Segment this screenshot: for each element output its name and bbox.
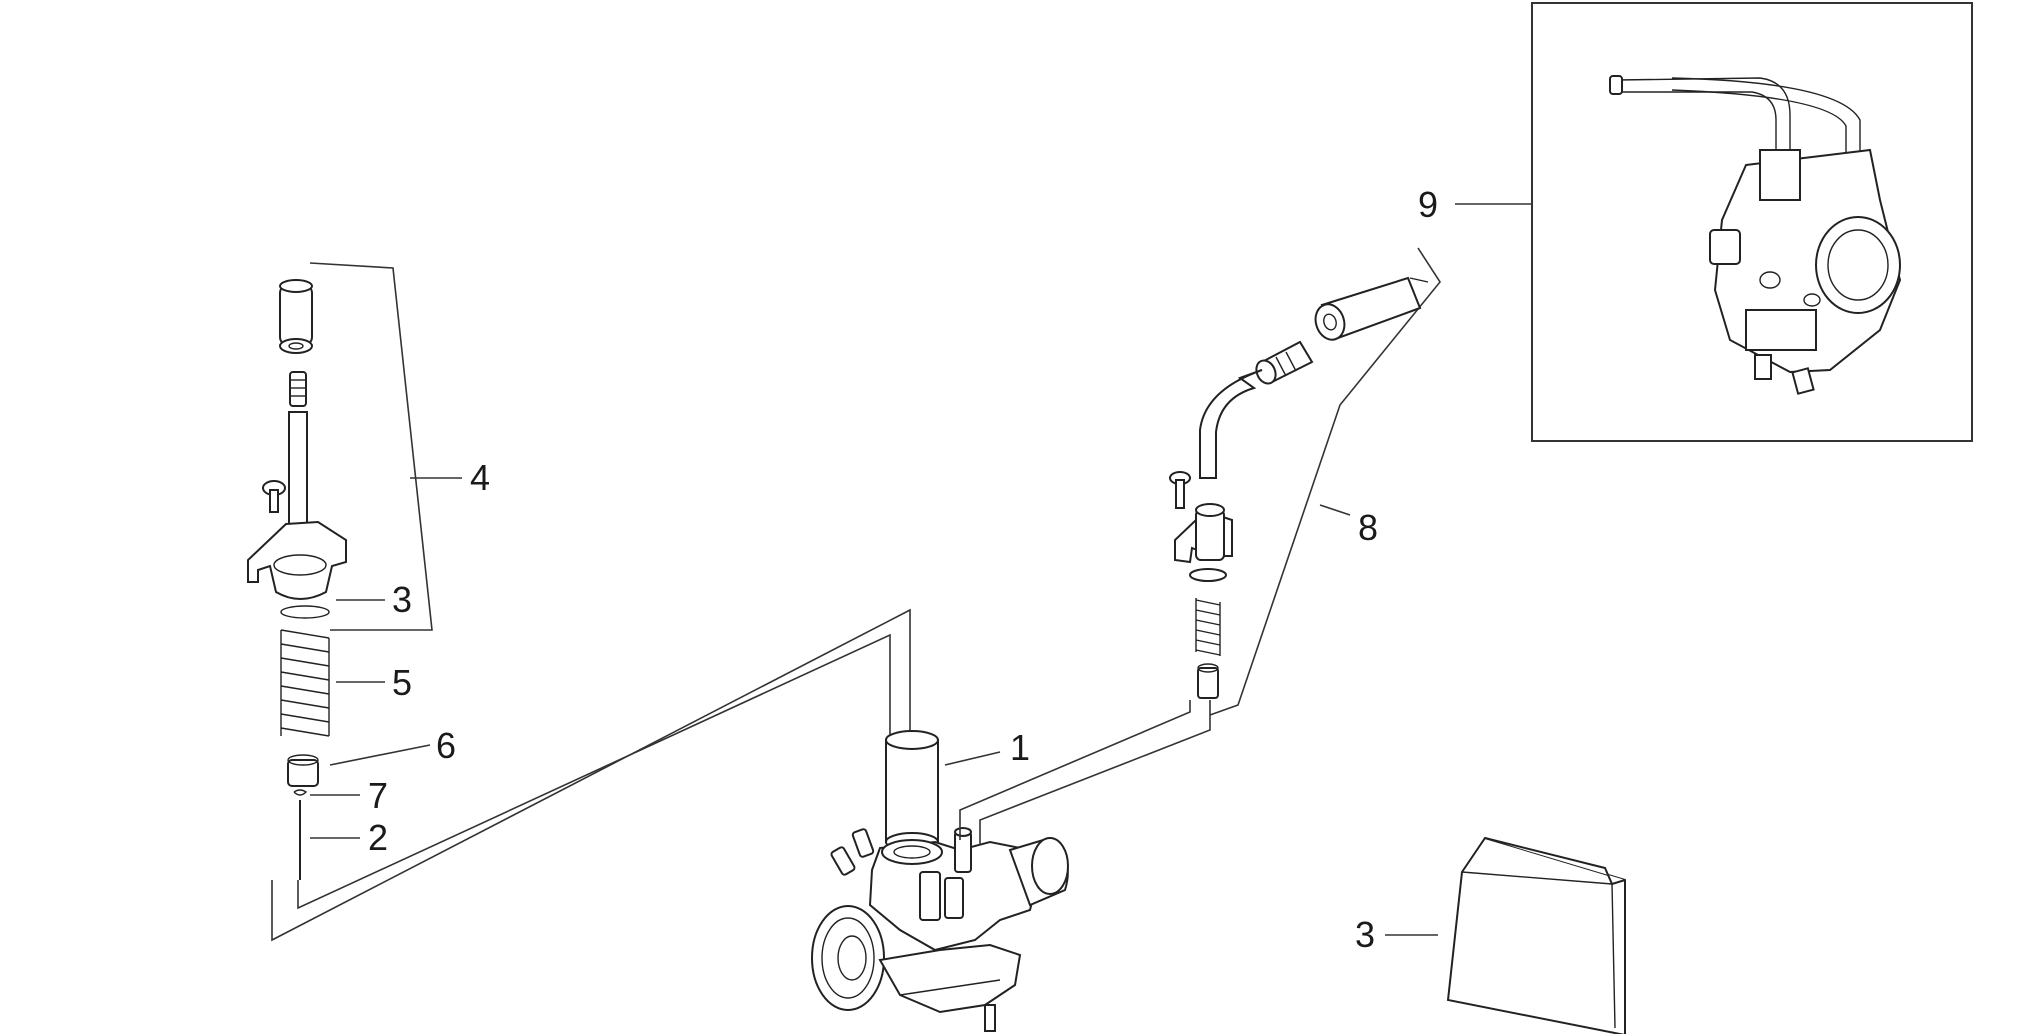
callout-1: 1 xyxy=(1010,727,1030,768)
adjuster-screw xyxy=(289,371,307,407)
bracket-item-4 xyxy=(309,262,433,631)
cable-guide-tube xyxy=(288,411,308,533)
callout-6: 6 xyxy=(436,725,456,766)
left-connector-lines xyxy=(271,608,911,942)
right-connector-line xyxy=(959,700,1191,840)
throttle-valve-assembly xyxy=(247,262,433,880)
carburetor-body xyxy=(811,730,1069,1032)
needle-clip xyxy=(293,789,308,796)
choke-assembly xyxy=(1169,247,1441,716)
choke-bent-tube xyxy=(1199,369,1263,479)
callout-7: 7 xyxy=(368,775,388,816)
complete-carburetor-inset xyxy=(1531,2,1973,442)
choke-plunger xyxy=(1197,663,1219,699)
left-leaders xyxy=(310,477,462,839)
callout-2: 2 xyxy=(368,817,388,858)
choke-cable-adjuster xyxy=(1255,340,1314,385)
callout-9: 9 xyxy=(1418,184,1438,225)
right-connector-line-2 xyxy=(979,700,1211,845)
callout-5: 5 xyxy=(392,662,412,703)
callout-3a: 3 xyxy=(392,579,412,620)
carburetor-sleeve xyxy=(885,730,939,852)
choke-body xyxy=(1174,503,1233,582)
carburetor-top-cover xyxy=(247,520,347,600)
choke-cable-sleeve xyxy=(1314,276,1429,341)
choke-screw xyxy=(1169,471,1191,509)
callout-4: 4 xyxy=(470,457,490,498)
leader-item-8 xyxy=(1319,504,1351,516)
callout-3b: 3 xyxy=(1355,914,1375,955)
cover-screw xyxy=(262,480,286,513)
leader-item-1 xyxy=(944,751,1001,766)
cable-adjuster-cap xyxy=(279,279,313,354)
throttle-spring xyxy=(280,605,330,737)
callout-8: 8 xyxy=(1358,507,1378,548)
gasket-kit-bag xyxy=(1446,836,1626,1034)
choke-spring xyxy=(1195,598,1221,656)
bracket-item-8 xyxy=(1209,247,1441,716)
throttle-valve xyxy=(287,754,319,787)
